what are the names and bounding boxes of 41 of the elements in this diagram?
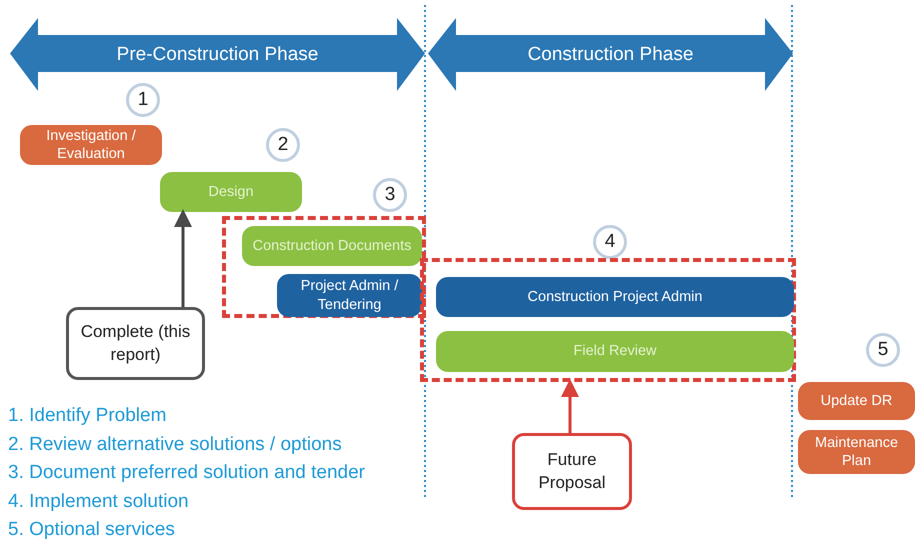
step-number-circle xyxy=(126,83,160,117)
step-number-circle xyxy=(866,333,900,367)
callout-text: Future Proposal xyxy=(537,449,607,494)
list-item: 3. Document preferred solution and tender xyxy=(8,461,365,485)
task-box xyxy=(20,125,162,165)
step-number: 2 xyxy=(278,134,288,156)
task-label: Investigation / Evaluation xyxy=(45,126,137,164)
dashed-group-outline xyxy=(222,216,426,318)
step-number: 5 xyxy=(878,339,888,361)
task-label: Field Review xyxy=(574,342,656,361)
callout-box xyxy=(512,433,632,510)
task-label: Project Admin / Tendering xyxy=(300,277,400,314)
callout-text: Complete (this report) xyxy=(80,321,192,366)
task-box xyxy=(436,277,794,317)
callout-box xyxy=(66,307,205,380)
phase-label: Construction Phase xyxy=(528,44,694,66)
phase-label: Pre-Construction Phase xyxy=(116,44,318,66)
task-label: Design xyxy=(208,182,254,202)
task-box xyxy=(242,226,422,266)
task-label: Construction Project Admin xyxy=(528,288,702,306)
task-box xyxy=(436,331,794,372)
list-item: 2. Review alternative solutions / options xyxy=(8,432,343,456)
list-item: 5. Optional services xyxy=(8,518,176,542)
task-box xyxy=(798,382,915,420)
task-box xyxy=(160,172,302,212)
list-item: 1. Identify Problem xyxy=(8,404,168,428)
step-number-circle xyxy=(593,225,627,259)
list-item: 4. Implement solution xyxy=(8,490,190,514)
step-number-circle xyxy=(266,128,300,162)
arrow xyxy=(174,209,192,307)
task-box xyxy=(798,430,915,474)
step-number: 1 xyxy=(138,89,148,111)
step-number-circle xyxy=(373,178,407,212)
step-number: 3 xyxy=(384,184,396,206)
task-label: Construction Documents xyxy=(252,236,412,256)
step-number: 4 xyxy=(604,231,616,253)
dashed-group-outline xyxy=(420,258,796,382)
task-label: Update DR xyxy=(820,392,892,410)
arrow xyxy=(561,379,579,433)
task-box xyxy=(277,274,422,317)
task-label: Maintenance Plan xyxy=(814,434,900,470)
